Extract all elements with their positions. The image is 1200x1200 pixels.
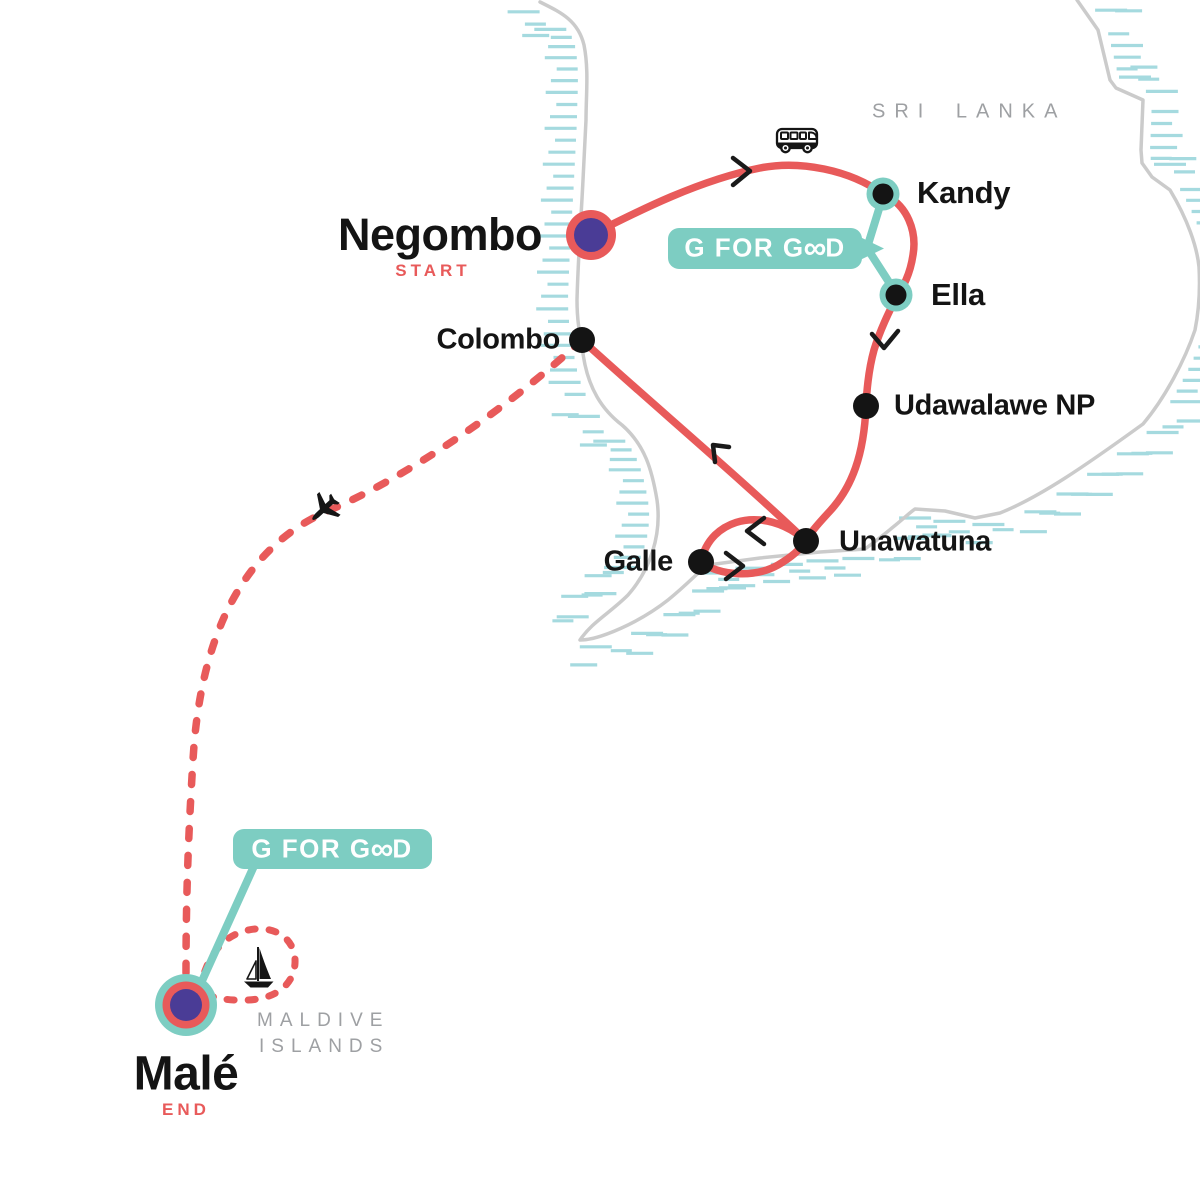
infinity-glyph: ∞ [370,830,394,867]
marker-negombo-start [566,210,616,260]
badge-text-prefix: G FOR G [251,833,372,864]
label-ella: Ella [931,277,985,312]
label-male: Malé [133,1047,239,1101]
g-for-good-badge-srilanka-body [668,228,862,269]
g-for-good-badge-srilanka [860,237,884,260]
g-for-good-badge-srilanka-text: G FOR G∞D [684,230,845,267]
label-start-tag: START [395,261,471,280]
badge-text-prefix: G FOR G [684,232,805,263]
arrow-northwest-icon [710,442,732,465]
sailboat-icon [244,947,274,988]
arrow-west-icon [744,515,767,547]
marker-colombo [569,327,595,353]
boat-loop-maldives [195,925,299,1004]
marker-ella [879,278,913,312]
plane-icon [312,492,341,520]
badge-text-suffix: D [392,833,413,864]
region-label-maldive: MALDIVE [257,1010,390,1031]
marker-galle [688,549,714,575]
coast-hatching [507,8,1200,667]
coastline [538,0,1200,642]
region-label-islands: ISLANDS [259,1036,390,1057]
region-label-sri-lanka: SRI LANKA [872,100,1067,123]
label-colombo: Colombo [436,323,560,356]
infinity-glyph: ∞ [803,229,827,266]
g-for-good-badge-maldives-text: G FOR G∞D [251,831,412,868]
map-markers [155,177,913,1036]
arrow-east2-icon [723,550,746,582]
marker-kandy [866,177,900,211]
label-udawalawe-np: Udawalawe NP [894,389,1096,422]
bus-icon [775,127,819,154]
marker-udawalawe-np [853,393,879,419]
arrow-east-icon [730,155,753,188]
label-kandy: Kandy [917,175,1011,210]
marker-unawatuna [793,528,819,554]
arrow-south-icon [869,328,901,351]
badge-shapes [233,228,884,869]
badge-text-suffix: D [825,232,846,263]
route-kandy-ella-udawalawe-unawatuna [802,190,918,545]
route-lines [578,161,918,578]
label-negombo: Negombo [338,209,543,260]
badge-connector-male [193,862,258,996]
route-unawatuna-colombo [578,336,810,545]
route-negombo-kandy [587,161,887,239]
g-for-good-badge-maldives-body [233,829,432,869]
label-unawatuna: Unawatuna [839,525,991,558]
route-arrows [710,155,901,582]
marker-male-end [155,974,217,1036]
label-end-tag: END [162,1100,210,1119]
label-galle: Galle [603,545,674,578]
flight-path-colombo-male [182,336,586,977]
